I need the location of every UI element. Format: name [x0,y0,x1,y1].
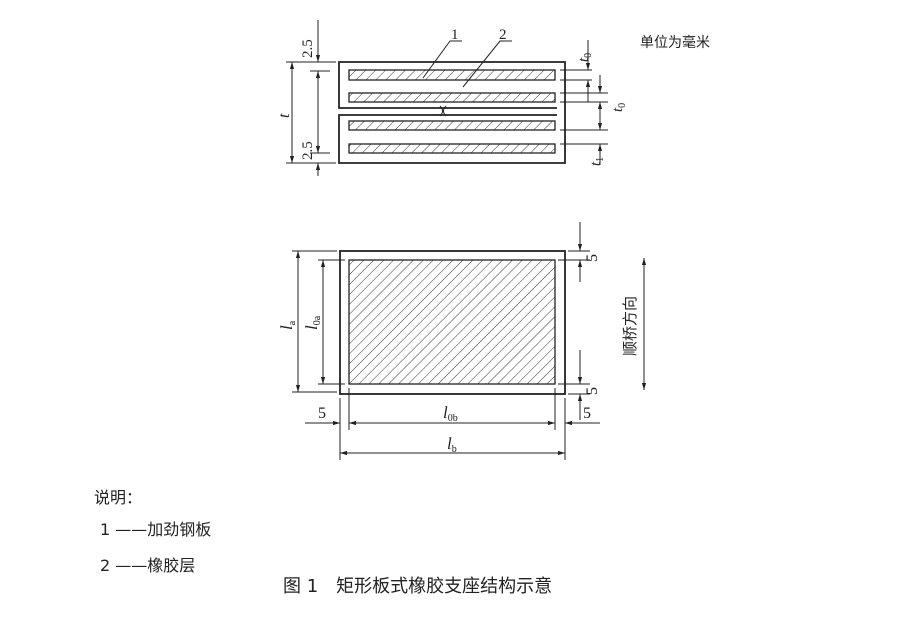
cover-top: 5 [584,254,601,262]
legend-item-1: 1 ——加劲钢板 [100,520,212,539]
callout-leader-1 [422,40,462,79]
steel-plate [348,92,556,103]
callout-1: 1 [451,27,459,43]
callout-leader-2 [462,40,512,88]
dim-t0-mid: t0 [610,103,628,112]
section-view: 1 2 t 2.5 2.5 t0 t0 t1 [276,20,628,176]
dim-la: la [277,320,298,330]
dim-t-label: t [276,113,293,118]
legend-item-2: 2 ——橡胶层 [100,556,196,575]
dim-cover-top: 2.5 [300,39,316,58]
steel-plate [348,120,556,131]
bearing-outline-plan [339,250,566,395]
cover-right: 5 [583,405,591,422]
dim-lb: lb [447,434,457,455]
dim-t1: t1 [588,157,606,166]
figure-caption: 图 1 矩形板式橡胶支座结构示意 [283,576,553,597]
plan-view: la l0a 5 5 5 5 l0b lb 顺桥方向 [277,222,647,460]
steel-plate [348,143,556,154]
steel-plate-plan [348,259,556,385]
dim-l0a: l0a [302,315,323,330]
callout-2: 2 [499,27,507,43]
break-symbol [439,105,447,117]
cover-bottom: 5 [584,387,601,395]
dim-t0-top: t0 [576,53,594,62]
bridge-direction-label: 顺桥方向 [621,296,639,356]
cover-left: 5 [318,405,326,422]
dim-l0b: l0b [443,403,458,424]
dim-cover-bottom: 2.5 [300,141,316,160]
legend-title: 说明： [94,488,143,507]
unit-note: 单位为毫米 [640,34,710,51]
bearing-outline-section [338,61,566,164]
steel-plate [348,69,556,81]
